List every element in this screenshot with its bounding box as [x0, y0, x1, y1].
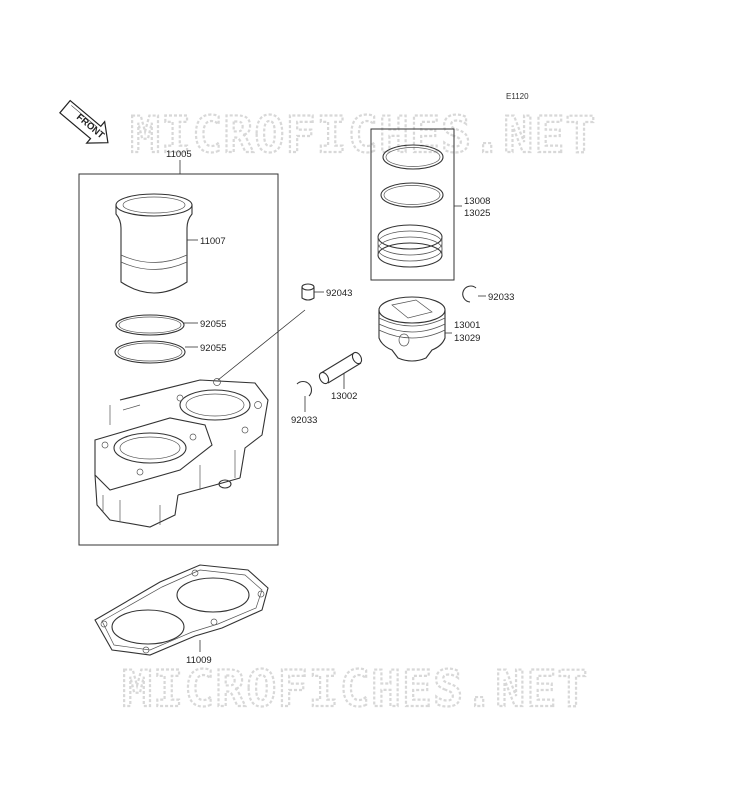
- oil-ring-icon: [377, 224, 443, 268]
- circlip-left-icon: [296, 380, 313, 397]
- front-arrow-icon: [59, 99, 109, 144]
- cylinder-gasket-icon: [94, 564, 269, 656]
- label-13001: 13001: [454, 320, 480, 331]
- label-13008: 13008: [464, 196, 490, 207]
- cylinder-assembly-box: [78, 173, 279, 546]
- dowel-pin-icon: [301, 283, 315, 301]
- piston-ring-top-icon: [382, 144, 444, 170]
- label-92055-lower: 92055: [200, 343, 226, 354]
- label-92033-left: 92033: [291, 415, 317, 426]
- label-92043: 92043: [326, 288, 352, 299]
- label-13029: 13029: [454, 333, 480, 344]
- piston-ring-box: [370, 128, 455, 281]
- piston-icon: [378, 296, 446, 362]
- label-11005: 11005: [166, 149, 192, 160]
- label-13025: 13025: [464, 208, 490, 219]
- label-92033-right: 92033: [488, 292, 514, 303]
- label-11009: 11009: [186, 655, 212, 666]
- diagram-code: E1120: [506, 92, 529, 101]
- o-ring-upper-icon: [115, 314, 185, 336]
- cylinder-liner-icon: [115, 193, 193, 294]
- watermark-top: MICROFICHES.NET: [130, 106, 597, 164]
- piston-ring-second-icon: [380, 182, 444, 208]
- label-11007: 11007: [200, 236, 226, 247]
- circlip-right-icon: [462, 285, 477, 303]
- piston-pin-icon: [318, 351, 363, 385]
- watermark-bottom: MICROFICHES.NET: [122, 660, 589, 718]
- leader-92043-to-block: [217, 309, 306, 381]
- o-ring-lower-icon: [114, 340, 186, 364]
- label-92055-upper: 92055: [200, 319, 226, 330]
- cylinder-block-icon: [94, 378, 269, 528]
- label-13002: 13002: [331, 391, 357, 402]
